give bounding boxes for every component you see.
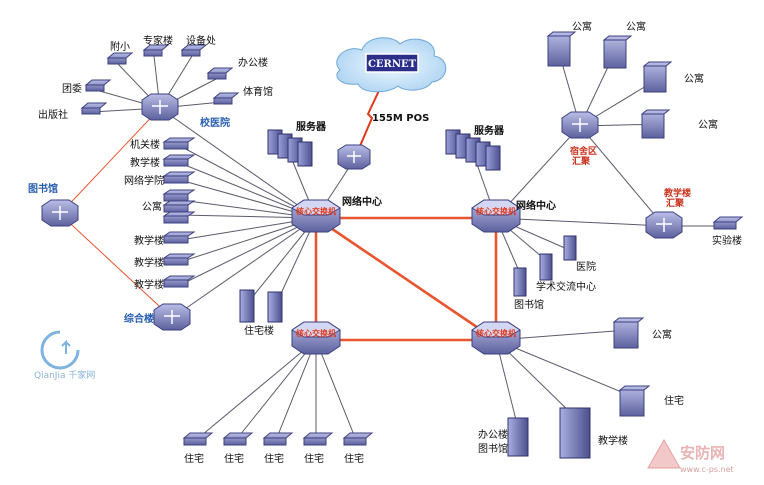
anfang-text: 安防网 [680, 444, 725, 462]
core-switch-tr: 核心交换机 [471, 199, 521, 233]
residence-label: 住宅 [344, 452, 364, 465]
side-leaf-label: 网络学院 [124, 174, 164, 187]
switches: 核心交换机 核心交换机 核心交换机 核心交换机 [41, 93, 683, 355]
library-switch [41, 199, 79, 227]
side-leaf-label: 教学楼 [134, 234, 164, 247]
center-labels: 服务器 服务器 网络中心 网络中心 [296, 120, 556, 212]
building-label: 图书馆 [514, 298, 544, 311]
residence-label: 住宅 [304, 452, 324, 465]
teach-building-label: 教学楼 [598, 434, 628, 447]
leaf-label: 出版社 [38, 108, 68, 121]
hospital-switch [141, 93, 179, 121]
cernet-cloud: CERNET 155M POS [336, 37, 447, 124]
core-label: 核心交换机 [296, 328, 336, 338]
bottom-cluster-labels: 住宅 住宅 住宅 住宅 住宅 公寓 住宅 教学楼 办公楼 图书馆 [184, 328, 684, 465]
uplink-label: 155M POS [372, 113, 429, 124]
left-netcenter-label: 网络中心 [342, 195, 382, 208]
edge-switches [80, 31, 744, 446]
right-cluster-labels: 公寓 公寓 公寓 公寓 宿舍区 汇聚 教学楼 汇聚 实验楼 医院 学术交流中心 … [514, 20, 742, 311]
core-switch-tl: 核心交换机 [291, 199, 341, 233]
teach-switch-label: 教学楼 [663, 187, 691, 199]
cernet-label: CERNET [368, 59, 417, 70]
complex-switch-label: 综合楼 [124, 312, 154, 325]
teach-switch-label-2: 汇聚 [666, 197, 685, 209]
right-netcenter-label: 网络中心 [516, 199, 556, 212]
library-switch-label: 图书馆 [28, 182, 58, 195]
dorm-leaf-label: 公寓 [572, 20, 592, 33]
side-leaf-label: 教学楼 [134, 278, 164, 291]
qianjia-logo: QianJia 千家网 [34, 330, 95, 381]
leaf-label: 团委 [62, 82, 82, 95]
office-label: 办公楼 [478, 428, 508, 441]
core-label: 核心交换机 [476, 206, 516, 216]
core-switch-bl: 核心交换机 [291, 321, 341, 355]
library-bottom-label: 图书馆 [478, 442, 508, 455]
left-cluster-labels: 附小 专家楼 设备处 办公楼 体育馆 团委 出版社 校医院 图书馆 综合楼 机关… [28, 34, 274, 337]
core-switch-br: 核心交换机 [471, 321, 521, 355]
dorm-switch [561, 111, 599, 139]
residence-label-right: 住宅 [664, 394, 684, 407]
leaf-label: 办公楼 [238, 56, 268, 69]
leaf-label: 专家楼 [143, 34, 173, 47]
leaf-label: 附小 [110, 40, 130, 53]
side-leaf-label: 教学楼 [134, 256, 164, 269]
teach-switch [645, 211, 683, 239]
server-groups [267, 129, 501, 171]
side-leaf-label: 机关楼 [130, 138, 160, 151]
dorm-leaf-label: 公寓 [626, 20, 646, 33]
side-leaf-label: 公寓 [142, 200, 162, 213]
side-leaf-label: 教学楼 [130, 156, 160, 169]
residence-label: 住宅 [224, 452, 244, 465]
buildings [239, 235, 591, 459]
lab-label: 实验楼 [712, 234, 742, 247]
building-label: 医院 [576, 260, 596, 273]
dorm-switch-label-2: 汇聚 [572, 155, 591, 167]
core-label: 核心交换机 [296, 206, 336, 216]
right-servers-label: 服务器 [474, 124, 505, 137]
anfang-url: www.c-ps.net [680, 465, 734, 474]
apartment-label: 公寓 [652, 328, 672, 341]
residence-label: 住宅 [184, 452, 204, 465]
dorm-switch-label: 宿舍区 [570, 145, 597, 157]
netcenter-router [337, 144, 371, 170]
hospital-switch-label: 校医院 [200, 116, 230, 129]
left-servers-label: 服务器 [296, 120, 327, 133]
housing-label: 住宅楼 [244, 324, 274, 337]
leaf-label: 设备处 [186, 34, 216, 47]
core-label: 核心交换机 [476, 328, 516, 338]
building-label: 学术交流中心 [536, 280, 596, 293]
anfang-logo: 安防网 www.c-ps.net [647, 438, 734, 474]
residence-label: 住宅 [264, 452, 284, 465]
complex-switch [153, 303, 191, 331]
dorm-leaf-label: 公寓 [684, 72, 704, 85]
dorm-leaf-label: 公寓 [698, 118, 718, 131]
leaf-label: 体育馆 [243, 85, 273, 98]
qianjia-text: QianJia 千家网 [34, 369, 95, 381]
